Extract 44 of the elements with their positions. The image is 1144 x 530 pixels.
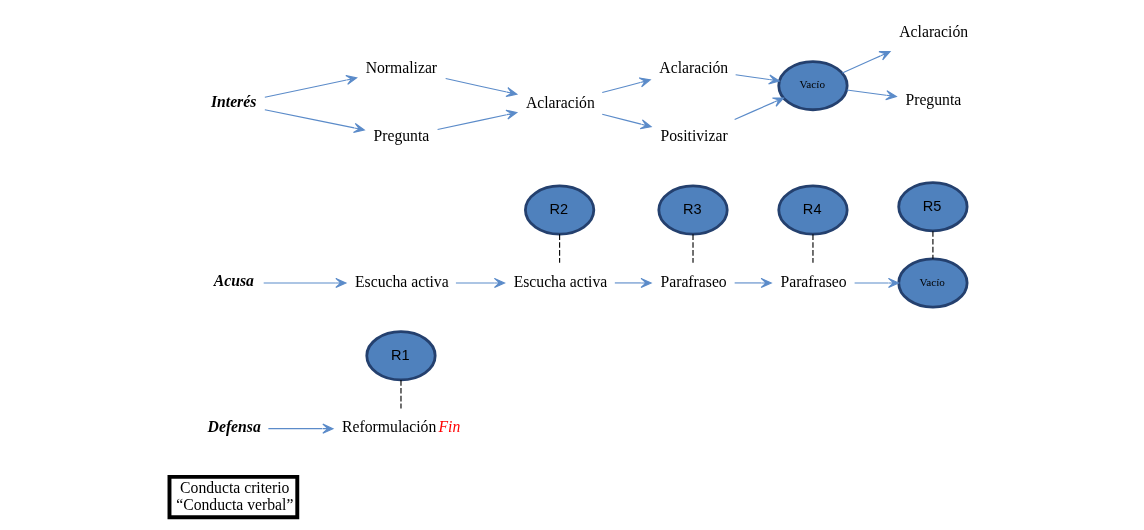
node-text: Parafraseo	[660, 273, 727, 291]
connector	[691, 233, 694, 264]
node-text: Escucha activa	[354, 273, 449, 291]
node-text: Aclaración	[898, 23, 968, 41]
arrow	[853, 277, 899, 289]
arrow	[845, 89, 897, 101]
node-ellipse: R2	[523, 184, 595, 236]
node-ellipse: R3	[656, 184, 729, 236]
node-text: Interés	[210, 92, 256, 110]
connector	[811, 233, 813, 264]
arrow	[733, 97, 784, 120]
arrow	[263, 109, 365, 133]
node-text: Acusa	[213, 271, 254, 289]
arrow	[262, 277, 346, 289]
arrow	[444, 77, 517, 98]
node-box: Conducta criterio “Conducta verbal”	[167, 474, 299, 520]
node-text: Parafraseo	[779, 273, 847, 291]
node-text: ReformulaciónFin	[341, 417, 460, 435]
node-ellipse: R4	[776, 184, 849, 236]
node-ellipse: R5	[896, 181, 968, 233]
node-text: Pregunta	[373, 127, 429, 145]
arrow	[267, 423, 333, 434]
node-text: Pregunta	[904, 91, 961, 109]
node-text: Aclaración	[525, 93, 595, 111]
node-ellipse: Vacío	[896, 257, 968, 309]
arrow	[436, 109, 517, 131]
node-ellipse: Vacío	[776, 60, 849, 112]
arrow	[613, 277, 652, 289]
connector	[399, 379, 402, 409]
node-text: Escucha activa	[513, 273, 607, 291]
node-text: Defensa	[207, 417, 261, 435]
connector	[558, 233, 560, 264]
arrow	[733, 277, 772, 289]
arrow	[454, 277, 505, 289]
node-ellipse: R1	[364, 330, 437, 382]
arrow	[601, 113, 652, 130]
arrow	[734, 74, 780, 85]
connector	[931, 230, 933, 260]
node-text: Positivizar	[660, 127, 728, 145]
arrow	[841, 51, 891, 74]
node-text: Aclaración	[658, 58, 728, 76]
arrow	[263, 74, 357, 98]
node-text: Normalizar	[365, 58, 437, 76]
arrow	[601, 77, 651, 94]
